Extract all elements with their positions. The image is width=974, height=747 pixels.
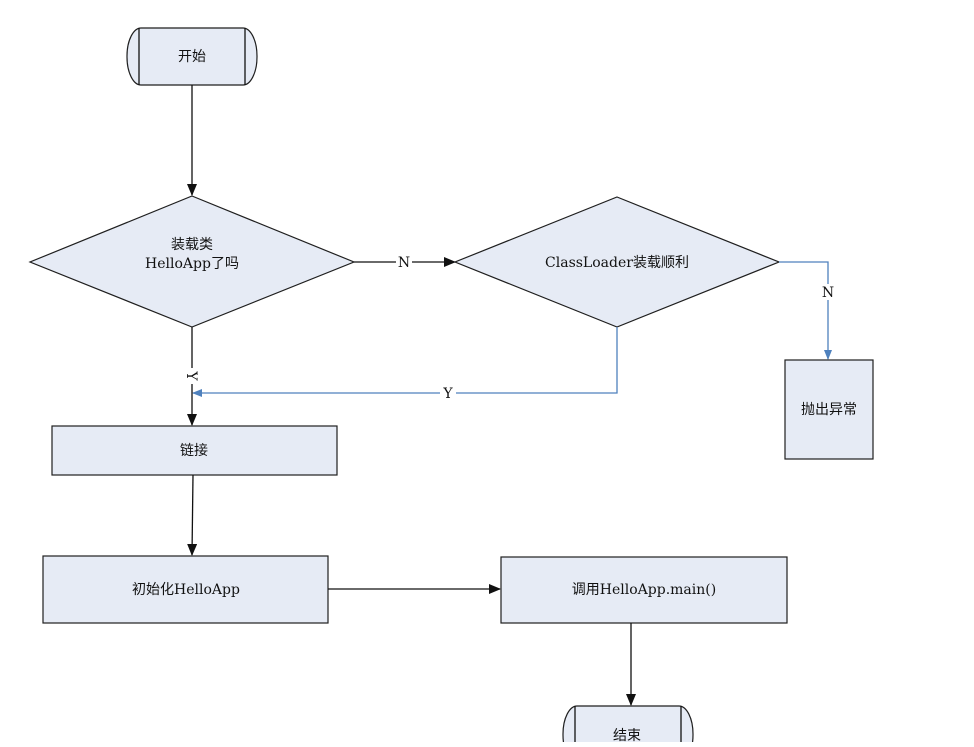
throw-exception-node: 抛出异常 xyxy=(784,359,874,460)
edge-decision2-yes xyxy=(192,327,618,397)
edge-label-bg xyxy=(184,368,200,384)
edge-label-no-2: N xyxy=(822,285,834,301)
decision-class-loaded-line2: HelloApp了吗 xyxy=(145,256,239,272)
link-label: 链接 xyxy=(180,442,208,459)
call-main-label: 调用HelloApp.main() xyxy=(572,582,716,598)
end-label: 结束 xyxy=(613,728,641,742)
edge-label-no-1: N xyxy=(398,255,410,271)
edge-label-bg xyxy=(820,284,836,300)
edge-label-bg xyxy=(440,385,456,401)
edge-label-yes-2: Y xyxy=(442,386,453,402)
edge-link-to-init xyxy=(187,474,198,556)
start-label: 开始 xyxy=(178,49,206,65)
end-node: 结束 xyxy=(562,705,694,747)
edge-label-yes-1: Y xyxy=(183,370,199,381)
throw-exception-label: 抛出异常 xyxy=(801,402,857,418)
call-main-node: 调用HelloApp.main() xyxy=(500,556,788,624)
edge-decision2-no xyxy=(779,261,832,360)
decision-classloader-label: ClassLoader装载顺利 xyxy=(545,255,689,271)
decision-class-loaded-line1: 装载类 xyxy=(171,237,213,253)
link-node: 链接 xyxy=(51,425,338,476)
decision-class-loaded: 装载类 HelloApp了吗 xyxy=(28,195,356,328)
start-node: 开始 xyxy=(126,27,258,86)
init-node: 初始化HelloApp xyxy=(42,555,329,624)
edge-label-bg xyxy=(396,254,412,270)
decision-classloader-ok: ClassLoader装载顺利 xyxy=(453,196,781,328)
init-label: 初始化HelloApp xyxy=(132,581,240,598)
